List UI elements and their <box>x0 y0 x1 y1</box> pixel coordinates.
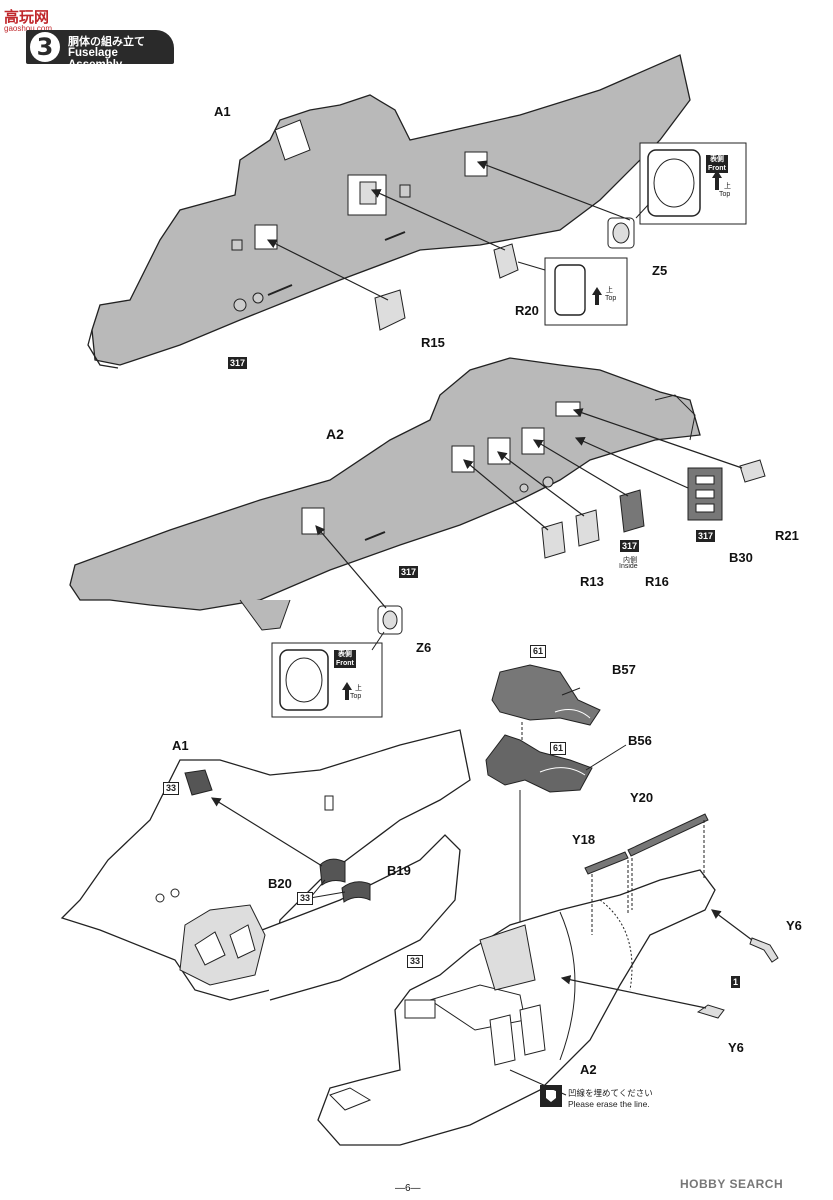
watermark-url: gaoshou.com <box>4 24 53 33</box>
label-y18: Y18 <box>572 832 596 847</box>
paint-code-317-b30: 317 <box>696 530 716 542</box>
label-r15: R15 <box>421 335 445 350</box>
inset-z5-front-jp: 表側 <box>709 156 724 163</box>
paint-code-61-b56: 61 <box>550 742 567 755</box>
inset-z5-front-en: Front <box>708 165 726 172</box>
part-y18 <box>584 851 629 875</box>
part-b19 <box>341 881 371 903</box>
part-b57 <box>491 664 601 726</box>
part-b30 <box>687 467 723 521</box>
paint-code-33-a1: 33 <box>163 782 180 795</box>
inset-z5-front-badge: 表側 Front <box>706 155 728 173</box>
label-y6-top: Y6 <box>786 918 802 933</box>
part-z5 <box>607 217 635 249</box>
inset-r20 <box>517 257 628 326</box>
label-b30: B30 <box>729 550 753 565</box>
page-number: —6— <box>395 1183 421 1194</box>
step-header: 3 胴体の組み立て Fuselage Assembly <box>26 30 174 71</box>
step-number: 3 <box>30 32 60 62</box>
inset-z6-front-en: Front <box>336 660 354 667</box>
fuselage-a2-middle <box>69 357 701 631</box>
inset-z6 <box>271 631 385 718</box>
inset-r20-top-en: Top <box>605 295 617 302</box>
label-y6-bottom: Y6 <box>728 1040 744 1055</box>
paint-code-33-b: 33 <box>297 892 314 905</box>
step-title-jp: 胴体の組み立て <box>68 35 145 48</box>
label-a1-bottom: A1 <box>172 738 189 753</box>
part-y6-top <box>749 937 779 963</box>
part-b20 <box>319 858 346 886</box>
paint-code-33-a2: 33 <box>407 955 424 968</box>
label-a2-bottom: A2 <box>580 1062 597 1077</box>
label-y20: Y20 <box>630 790 654 805</box>
note-erase-jp: 凹線を埋めてください <box>568 1088 653 1098</box>
label-r16: R16 <box>645 574 669 589</box>
label-a1-top: A1 <box>214 104 231 119</box>
label-r13: R13 <box>580 574 604 589</box>
note-erase-line: 凹線を埋めてください Please erase the line. <box>568 1088 653 1110</box>
inset-z6-front-jp: 表側 <box>337 651 352 658</box>
part-z6 <box>377 605 403 635</box>
inset-z5 <box>635 142 747 225</box>
label-b19: B19 <box>387 863 411 878</box>
paint-code-317-b: 317 <box>399 566 419 578</box>
inside-en: Inside <box>619 563 638 570</box>
paint-code-1: 1 <box>731 976 741 988</box>
note-erase-en: Please erase the line. <box>568 1099 650 1109</box>
part-r20 <box>493 243 519 279</box>
inset-r20-top-jp: 上 <box>606 287 613 294</box>
inset-z6-top-jp: 上 <box>355 685 362 692</box>
part-b56 <box>485 734 593 793</box>
paint-code-317-r16: 317 <box>620 540 640 552</box>
hobby-search-watermark: HOBBY SEARCH <box>680 1177 784 1191</box>
erase-line-icon <box>509 1069 567 1107</box>
fuselage-a2-bottom <box>317 869 716 1146</box>
label-b56: B56 <box>628 733 652 748</box>
inset-z5-top-jp: 上 <box>724 183 731 190</box>
part-r13-b <box>575 509 600 547</box>
inset-z5-top-en: Top <box>719 191 731 198</box>
paint-code-61-b57: 61 <box>530 645 547 658</box>
label-r20: R20 <box>515 303 539 318</box>
part-r16 <box>619 489 645 533</box>
paint-code-317-a: 317 <box>228 357 248 369</box>
inside-jp: 内側 <box>623 557 637 564</box>
label-z5: Z5 <box>652 263 668 278</box>
part-r21 <box>739 459 766 483</box>
watermark-logo: 高玩网 <box>4 8 50 26</box>
label-b20: B20 <box>268 876 292 891</box>
label-b57: B57 <box>612 662 636 677</box>
label-a2-top: A2 <box>326 426 344 442</box>
part-r13-a <box>541 521 566 559</box>
fuselage-a1-bottom <box>60 729 471 1001</box>
part-r15 <box>374 289 406 331</box>
inset-z6-top-en: Top <box>350 693 362 700</box>
part-y20 <box>627 813 709 857</box>
label-z6: Z6 <box>416 640 432 655</box>
step-title-en: Fuselage Assembly <box>68 47 123 71</box>
label-r21: R21 <box>775 528 799 543</box>
inset-z6-front-badge: 表側 Front <box>334 650 356 668</box>
